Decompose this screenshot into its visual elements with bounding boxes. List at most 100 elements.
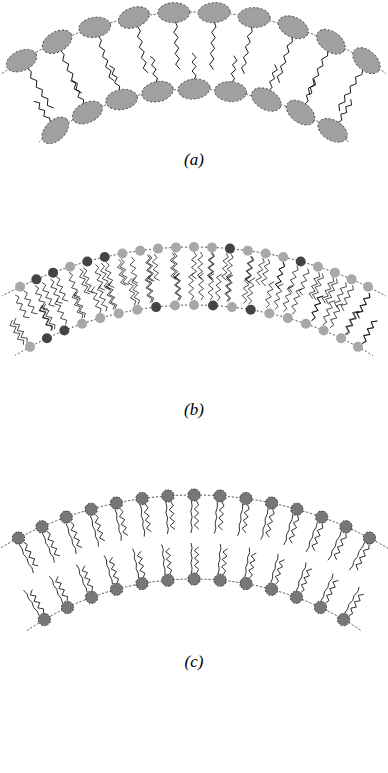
lipid-tail <box>56 277 68 301</box>
lipid-tail <box>269 64 277 90</box>
lipid-tail <box>199 273 204 300</box>
lipid-tail <box>296 562 306 590</box>
lipid-head <box>316 511 328 523</box>
lipid-head <box>363 282 373 292</box>
lipid-head <box>61 601 73 613</box>
lipid-tail <box>162 545 165 575</box>
lipid-head <box>135 246 145 256</box>
lipid-head <box>3 45 40 76</box>
lipid-head <box>115 3 152 33</box>
leaflet-line <box>27 579 361 631</box>
lipid-tail <box>43 304 55 330</box>
lipid-tail <box>140 505 144 537</box>
lipid-tail <box>105 283 114 310</box>
lipid-head <box>238 7 271 28</box>
lipid-tail <box>338 99 352 123</box>
lipid-tail <box>349 542 364 570</box>
lipid-tail <box>137 551 145 577</box>
lipid-head <box>132 305 142 315</box>
lipid-head <box>330 268 340 278</box>
lipid-tail <box>42 533 54 563</box>
lipid-tail <box>341 285 353 311</box>
lipid-tail <box>133 549 139 578</box>
lipid-head <box>85 503 97 515</box>
lipid-head <box>170 301 180 311</box>
lipid-tail <box>345 587 360 613</box>
lipid-head <box>214 490 226 502</box>
lipid-tail <box>23 590 39 616</box>
lipid-head <box>240 493 252 505</box>
lipid-tail <box>283 286 293 311</box>
lipid-tail <box>55 299 67 325</box>
lipid-tail <box>145 276 152 303</box>
lipid-head <box>13 532 25 544</box>
lipid-head <box>188 489 200 501</box>
lipid-tail <box>169 502 175 530</box>
lipid-tail <box>231 56 237 83</box>
membrane-b <box>2 242 386 355</box>
lipid-head <box>188 573 200 585</box>
lipid-head <box>38 25 76 58</box>
lipid-tail <box>166 502 168 534</box>
lipid-head <box>77 319 87 329</box>
lipid-tail <box>194 501 198 529</box>
lipid-tail <box>192 53 196 80</box>
lipid-tail <box>24 542 39 566</box>
lipid-tail <box>174 22 180 70</box>
lipid-head <box>282 95 320 130</box>
lipid-tail <box>312 296 324 321</box>
lipid-tail <box>109 557 118 583</box>
lipid-tail <box>362 321 377 343</box>
lipid-head <box>31 274 41 284</box>
lipid-tail <box>215 274 221 301</box>
lipid-tail <box>356 544 369 570</box>
lipid-tail <box>308 50 328 95</box>
lipid-tail <box>150 56 157 82</box>
panel-label: (b) <box>184 400 204 420</box>
lipid-head <box>136 578 148 590</box>
lipid-tail <box>356 293 369 318</box>
lipid-head <box>25 342 35 352</box>
lipid-tail <box>47 531 60 556</box>
lipid-tail <box>266 282 275 308</box>
lipid-tail <box>60 50 82 93</box>
leaflet-line <box>15 305 373 355</box>
lipid-head <box>264 308 274 318</box>
lipid-tail <box>70 81 83 105</box>
lipid-head <box>110 583 122 595</box>
lipid-tail <box>275 262 284 289</box>
lipid-head <box>348 43 385 79</box>
lipid-head <box>278 252 288 262</box>
lipid-head <box>42 333 52 343</box>
lipid-tail <box>326 279 338 305</box>
lipid-head <box>114 308 124 318</box>
lipid-head <box>95 313 105 323</box>
lipid-tail <box>288 266 298 293</box>
lipid-head <box>319 326 329 336</box>
lipid-tail <box>247 278 255 304</box>
lipid-tail <box>132 278 140 305</box>
lipid-head <box>177 77 211 101</box>
lipid-tail <box>66 524 76 554</box>
lipid-head <box>136 493 148 505</box>
lipid-tail <box>42 282 55 306</box>
lipid-head <box>340 521 352 533</box>
lipid-tail <box>218 502 224 530</box>
lipid-head <box>313 262 323 272</box>
lipid-head <box>162 574 174 586</box>
lipid-tail <box>309 272 320 298</box>
lipid-tail <box>312 524 323 551</box>
lipid-tail <box>274 284 283 310</box>
lipid-tail <box>198 252 203 279</box>
lipid-tail <box>82 566 93 591</box>
lipid-head <box>59 326 69 336</box>
lipid-head <box>315 601 327 613</box>
lipid-head <box>38 614 50 626</box>
lipid-tail <box>115 509 121 540</box>
lipid-tail <box>137 26 148 73</box>
lipid-head <box>301 319 311 329</box>
lipid-tail <box>312 296 324 320</box>
lipid-tail <box>27 68 54 108</box>
lipid-tail <box>23 291 37 314</box>
lipid-head <box>104 87 139 112</box>
